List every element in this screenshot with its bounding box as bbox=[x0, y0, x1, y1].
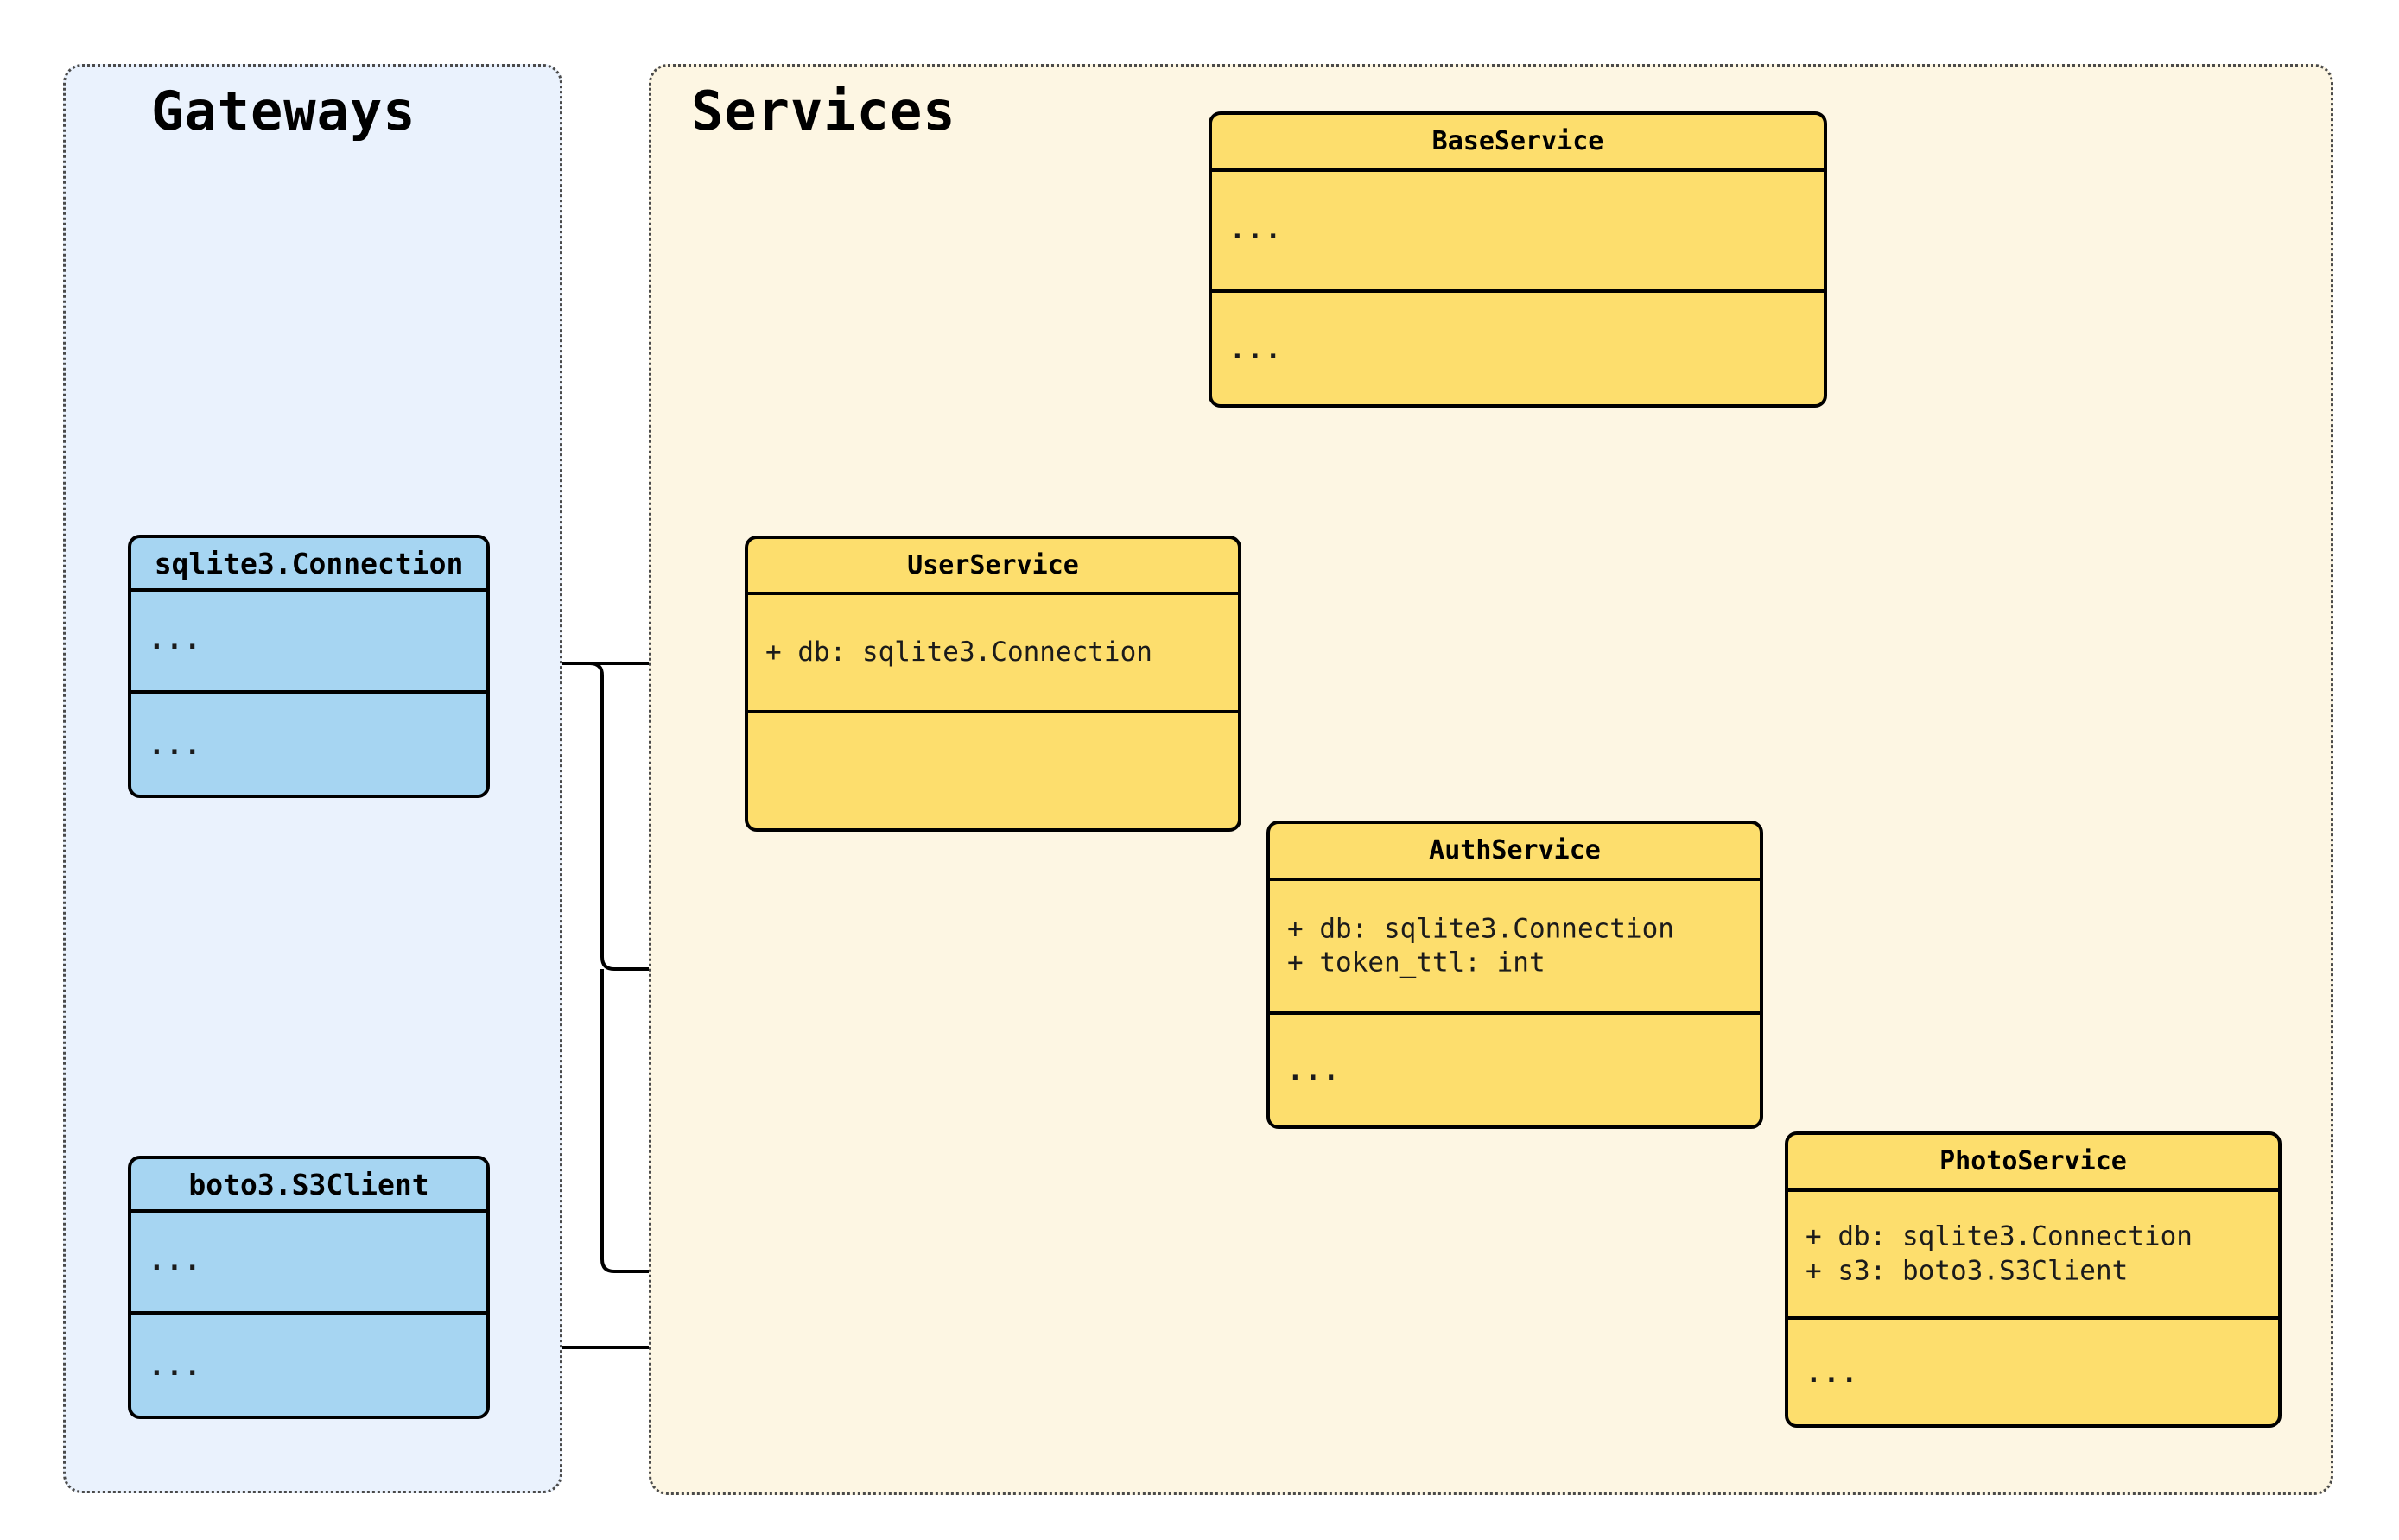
class-box-photoservice[interactable]: PhotoService + db: sqlite3.Connection + … bbox=[1785, 1131, 2282, 1428]
class-attributes-baseservice: ... bbox=[1229, 214, 1283, 246]
class-box-boto3-s3client[interactable]: boto3.S3Client ... ... bbox=[128, 1156, 490, 1419]
class-name-boto3-s3client: boto3.S3Client bbox=[188, 1167, 429, 1201]
class-methods-authservice: ... bbox=[1287, 1055, 1341, 1087]
class-attributes-userservice: + db: sqlite3.Connection bbox=[765, 636, 1152, 668]
class-name-authservice: AuthService bbox=[1429, 835, 1601, 865]
class-name-userservice: UserService bbox=[907, 549, 1079, 580]
class-attributes-authservice: + db: sqlite3.Connection + token_ttl: in… bbox=[1287, 912, 1674, 979]
aggregation-edge-sqlite-branch bbox=[490, 662, 1211, 971]
class-methods-photoservice: ... bbox=[1806, 1357, 1859, 1389]
class-methods-boto3-s3client: ... bbox=[149, 1350, 202, 1382]
class-box-sqlite3-connection[interactable]: sqlite3.Connection ... ... bbox=[128, 535, 490, 798]
class-attributes-sqlite3-connection: ... bbox=[149, 624, 202, 656]
class-box-userservice[interactable]: UserService + db: sqlite3.Connection bbox=[745, 536, 1241, 832]
class-attributes-photoservice: + db: sqlite3.Connection + s3: boto3.S3C… bbox=[1806, 1220, 2193, 1286]
class-attributes-boto3-s3client: ... bbox=[149, 1245, 202, 1277]
class-box-authservice[interactable]: AuthService + db: sqlite3.Connection + t… bbox=[1266, 821, 1763, 1129]
class-name-sqlite3-connection: sqlite3.Connection bbox=[154, 546, 464, 580]
panel-title-services: Services bbox=[691, 79, 956, 143]
panel-title-gateways: Gateways bbox=[151, 79, 416, 143]
class-name-baseservice: BaseService bbox=[1431, 126, 1604, 156]
class-methods-baseservice: ... bbox=[1229, 333, 1283, 365]
class-box-baseservice[interactable]: BaseService ... ... bbox=[1209, 111, 1827, 408]
class-name-photoservice: PhotoService bbox=[1939, 1146, 2127, 1176]
class-methods-sqlite3-connection: ... bbox=[149, 729, 202, 761]
aggregation-edge-sqlite-photoservice bbox=[600, 969, 1747, 1273]
